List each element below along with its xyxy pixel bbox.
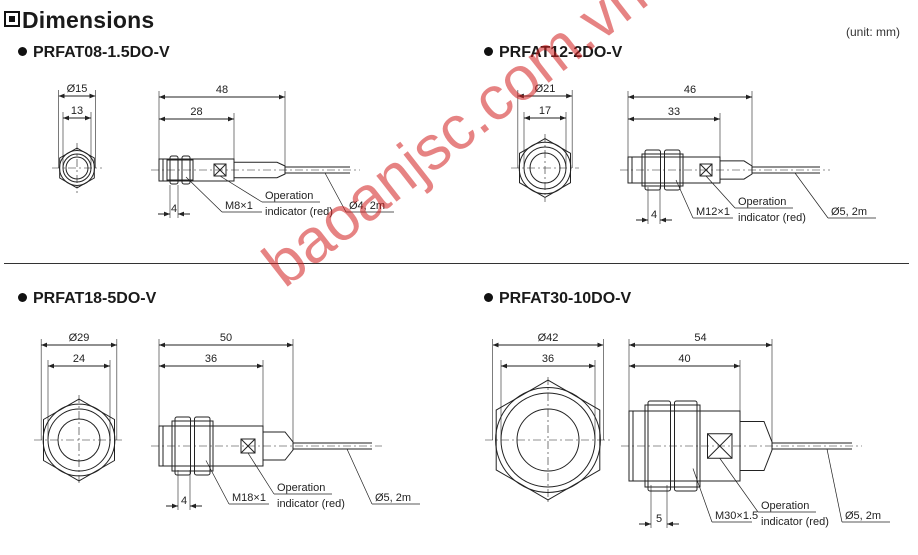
indicator-label-2: indicator (red) xyxy=(277,498,345,510)
front-view-hex-nut xyxy=(519,138,571,198)
thread-leader xyxy=(692,468,713,523)
indicator-label-1: Operation xyxy=(265,190,313,202)
overall-length-dim-label: 50 xyxy=(220,332,232,344)
cable-leader xyxy=(826,448,843,523)
body-length-dim-label: 33 xyxy=(668,106,680,118)
indicator-leader xyxy=(219,175,263,203)
cable-leader xyxy=(324,172,347,213)
thread-leader xyxy=(205,460,230,505)
unit-note: (unit: mm) xyxy=(846,25,900,39)
front-view-thread-circle xyxy=(500,392,596,488)
thread-label: M12×1 xyxy=(696,206,730,218)
bullet-icon xyxy=(484,47,493,56)
indicator-leader xyxy=(247,452,275,495)
front-outer-dim-label: Ø42 xyxy=(538,332,559,344)
model-heading-prfat12: PRFAT12-2DO-V xyxy=(484,44,622,62)
overall-length-dim-label: 48 xyxy=(216,84,228,96)
nut-dim-label: 4 xyxy=(651,209,657,221)
indicator-leader xyxy=(719,458,759,513)
body-length-dim-label: 40 xyxy=(678,353,690,365)
model-heading-prfat08: PRFAT08-1.5DO-V xyxy=(18,44,170,62)
model-name: PRFAT30-10DO-V xyxy=(499,290,632,307)
front-view-hex-nut xyxy=(495,379,601,501)
cable-label: Ø5, 2m xyxy=(831,206,867,218)
front-inner-dim-label: 17 xyxy=(539,105,551,117)
section-divider xyxy=(4,263,909,264)
nut-dim-label: 5 xyxy=(656,513,662,525)
section-square-icon xyxy=(4,11,20,27)
front-inner-dim-label: 13 xyxy=(71,105,83,117)
front-inner-dim-label: 36 xyxy=(542,353,554,365)
model-name: PRFAT08-1.5DO-V xyxy=(33,44,170,61)
indicator-label-1: Operation xyxy=(277,482,325,494)
body-length-dim-label: 36 xyxy=(205,353,217,365)
lock-nut xyxy=(644,149,661,191)
overall-length-dim-label: 54 xyxy=(694,332,706,344)
indicator-label-2: indicator (red) xyxy=(761,516,829,528)
indicator-label-2: indicator (red) xyxy=(265,206,333,218)
model-heading-prfat30: PRFAT30-10DO-V xyxy=(484,290,631,308)
thread-leader xyxy=(185,176,223,213)
model-name: PRFAT18-5DO-V xyxy=(33,290,157,307)
cable-label: Ø4, 2m xyxy=(349,200,385,212)
front-outer-dim-label: Ø29 xyxy=(69,332,90,344)
bullet-icon xyxy=(18,293,27,302)
body-length-dim-label: 28 xyxy=(190,106,202,118)
thread-label: M8×1 xyxy=(225,200,253,212)
cable-label: Ø5, 2m xyxy=(375,492,411,504)
nut-dim-label: 4 xyxy=(171,203,177,215)
model-name: PRFAT12-2DO-V xyxy=(499,44,623,61)
front-outer-dim-label: Ø21 xyxy=(535,83,556,95)
front-outer-dim-label: Ø15 xyxy=(67,83,88,95)
thread-label: M30×1.5 xyxy=(715,510,758,522)
thread-leader xyxy=(675,179,694,219)
cable-leader xyxy=(346,448,373,505)
indicator-leader xyxy=(705,175,736,209)
thread-label: M18×1 xyxy=(232,492,266,504)
bullet-icon xyxy=(18,47,27,56)
page-title: Dimensions xyxy=(22,7,155,33)
indicator-label-1: Operation xyxy=(761,500,809,512)
front-inner-dim-label: 24 xyxy=(73,353,85,365)
bullet-icon xyxy=(484,293,493,302)
cable-leader xyxy=(794,172,829,219)
overall-length-dim-label: 46 xyxy=(684,84,696,96)
indicator-label-2: indicator (red) xyxy=(738,212,806,224)
model-heading-prfat18: PRFAT18-5DO-V xyxy=(18,290,156,308)
indicator-label-1: Operation xyxy=(738,196,786,208)
nut-dim-label: 4 xyxy=(181,495,187,507)
cable-label: Ø5, 2m xyxy=(845,510,881,522)
